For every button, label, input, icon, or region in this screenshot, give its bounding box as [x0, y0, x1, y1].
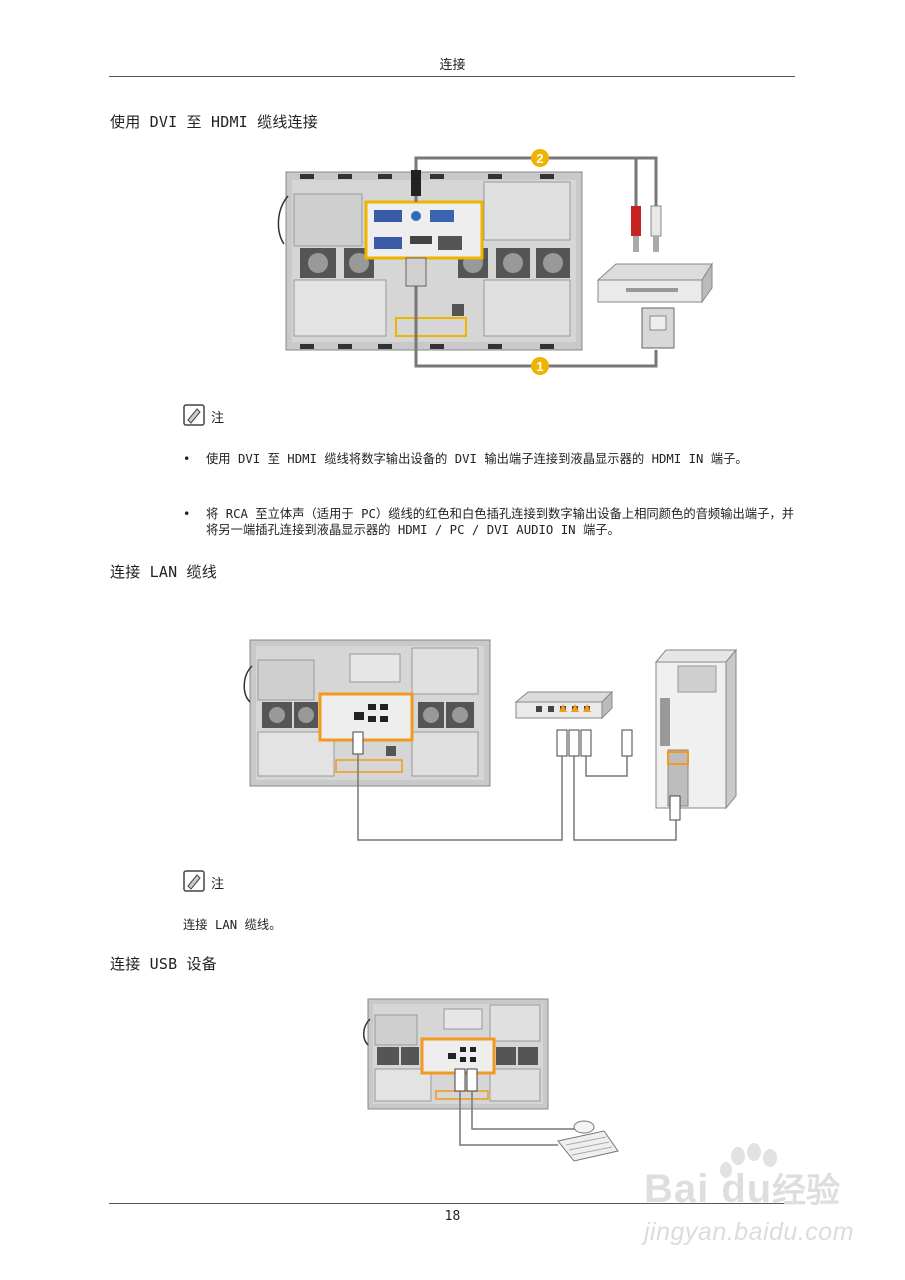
connector-panel [364, 200, 484, 260]
dvd-player-device [596, 262, 713, 304]
lan-connector-panel [318, 692, 414, 742]
pc-tower [654, 648, 738, 810]
usb-cables [459, 1091, 580, 1146]
monitor-back-panel [243, 639, 491, 787]
lan-cables [357, 754, 677, 841]
page-number: 18 [444, 1209, 461, 1224]
keyboard-device [557, 1130, 619, 1162]
lan-plug-monitor [352, 731, 364, 755]
section-heading-dvi-hdmi: 使用 DVI 至 HDMI 缆线连接 [110, 113, 318, 131]
header-rule [109, 76, 795, 77]
page-header-title: 连接 [439, 58, 466, 73]
network-switch [514, 690, 614, 720]
svg-text:Bai du: Bai du [644, 1167, 772, 1211]
hdmi-plug [405, 257, 427, 287]
callout-2: 2 [531, 149, 549, 167]
monitor-back-panel [277, 171, 583, 351]
audio-plug [411, 170, 421, 196]
lan-plugs-switch [556, 729, 633, 757]
note-icon [183, 870, 205, 892]
bullet-text: 使用 DVI 至 HDMI 缆线将数字输出设备的 DVI 输出端子连接到液晶显示… [206, 452, 748, 466]
lan-diagram [243, 639, 738, 841]
note-icon [183, 404, 205, 426]
bullet-dot: • [183, 452, 191, 466]
rca-plugs [631, 205, 662, 252]
mouse-device [573, 1120, 595, 1134]
bullet-dot: • [183, 507, 191, 521]
note-heading-2: 注 [183, 870, 224, 892]
section-heading-lan: 连接 LAN 缆线 [110, 563, 217, 581]
usb-connector-panel [420, 1037, 496, 1075]
watermark-url: jingyan.baidu.com [644, 1218, 855, 1246]
callout-1-label: 1 [536, 359, 543, 374]
lan-plug-pc [669, 795, 681, 821]
usb-diagram [363, 998, 619, 1162]
note-label: 注 [211, 411, 225, 426]
note-text-lan: 连接 LAN 缆线。 [183, 918, 282, 932]
callout-1: 1 [531, 357, 549, 375]
note-heading-1: 注 [183, 404, 224, 426]
baidu-jingyan-watermark: Bai du 经验 [644, 1143, 840, 1211]
note-label: 注 [211, 877, 225, 892]
dvi-hdmi-diagram: 2 1 [277, 149, 713, 375]
bullet-text: 将 RCA 至立体声（适用于 PC）缆线的红色和白色插孔连接到数字输出设备上相同… [206, 507, 794, 537]
dvi-plug [641, 307, 675, 349]
footer-rule [109, 1203, 795, 1204]
callout-2-label: 2 [536, 151, 543, 166]
svg-text:经验: 经验 [772, 1171, 840, 1210]
section-heading-usb: 连接 USB 设备 [110, 955, 217, 973]
